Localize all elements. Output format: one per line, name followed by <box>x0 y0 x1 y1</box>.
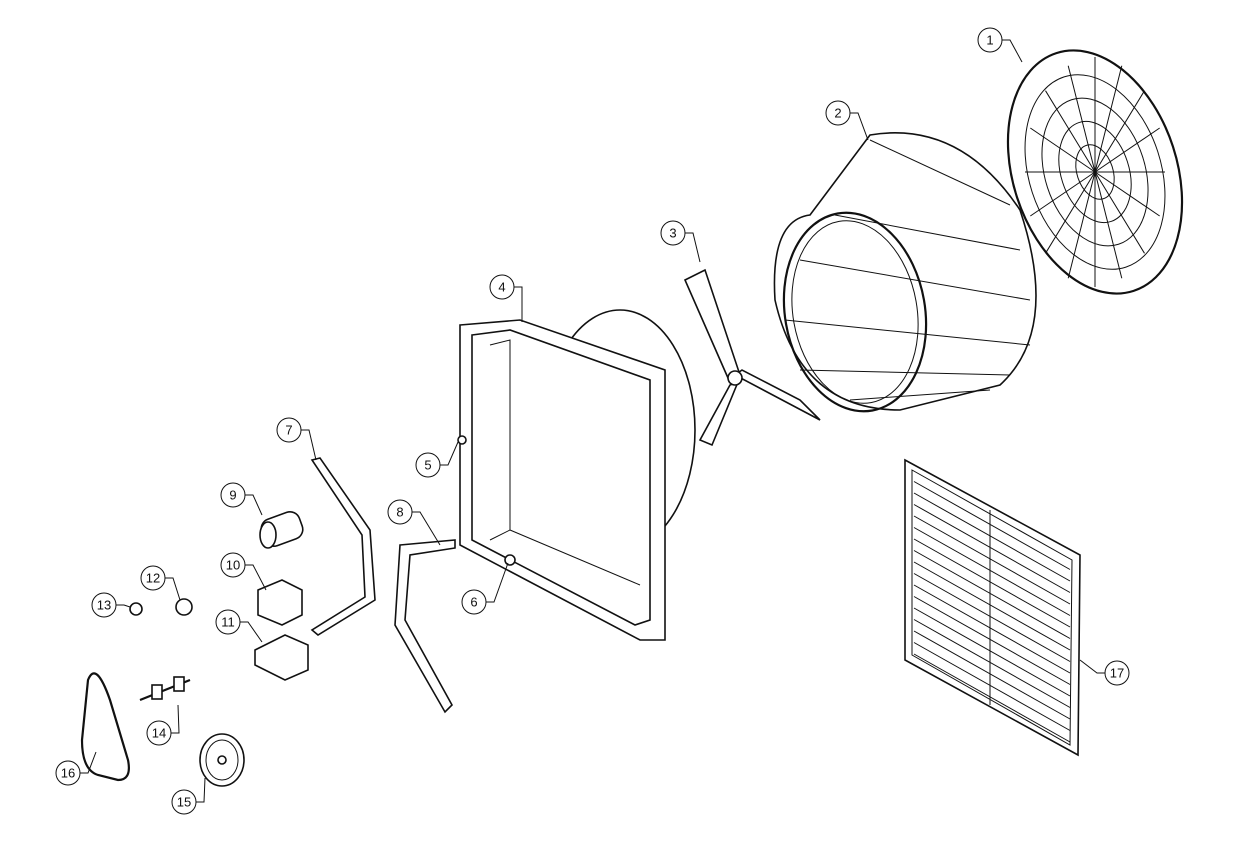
leader-line <box>850 112 869 141</box>
small-pulley <box>175 598 193 616</box>
large-pulley <box>199 733 245 787</box>
leader-line <box>1002 39 1023 63</box>
callout-circle <box>1104 660 1130 686</box>
callout-5: 5 <box>415 441 459 478</box>
callout-2: 2 <box>825 100 869 141</box>
leader-line <box>196 777 206 803</box>
callout-circle <box>387 499 413 525</box>
callout-10: 10 <box>220 552 267 591</box>
callout-17: 17 <box>1079 659 1130 686</box>
callout-number: 1 <box>986 33 993 48</box>
venturi-cone <box>773 132 1037 413</box>
drive-belt <box>80 672 130 782</box>
callout-number: 7 <box>285 423 292 438</box>
callout-circle <box>220 482 246 508</box>
callout-circle <box>140 565 166 591</box>
callout-12: 12 <box>140 565 181 601</box>
leader-line <box>1079 659 1105 674</box>
callout-circle <box>171 789 197 815</box>
callout-8: 8 <box>387 499 441 546</box>
leader-line <box>165 577 181 601</box>
callout-circle <box>146 720 172 746</box>
motor <box>259 511 304 549</box>
support-leg-7 <box>310 457 376 636</box>
propeller <box>683 268 821 447</box>
callout-circle <box>977 27 1003 53</box>
callout-number: 9 <box>229 488 236 503</box>
callout-number: 6 <box>470 595 477 610</box>
fastener-5 <box>457 435 467 445</box>
callout-13: 13 <box>91 592 131 618</box>
leader-line <box>80 751 97 774</box>
callout-number: 8 <box>396 505 403 520</box>
washer <box>129 602 143 616</box>
callout-circle <box>276 417 302 443</box>
leader-line <box>440 441 459 466</box>
callout-number: 11 <box>221 615 235 630</box>
callout-circle <box>825 100 851 126</box>
bracket-11 <box>254 634 309 681</box>
callout-14: 14 <box>146 704 180 746</box>
fan-guard-grille <box>1006 49 1184 295</box>
shaft-assembly <box>139 676 191 702</box>
callout-circle <box>220 552 246 578</box>
callout-3: 3 <box>660 220 701 263</box>
shutter-louver <box>904 458 1081 757</box>
callout-number: 4 <box>498 280 505 295</box>
callout-6: 6 <box>461 562 509 615</box>
callout-circle <box>489 274 515 300</box>
callout-number: 13 <box>97 598 111 613</box>
callout-11: 11 <box>215 609 263 643</box>
leader-line <box>116 604 131 608</box>
callout-circle <box>55 760 81 786</box>
callout-number: 16 <box>61 766 75 781</box>
leader-line <box>301 429 317 461</box>
callout-number: 12 <box>146 571 160 586</box>
callout-number: 3 <box>669 226 676 241</box>
callout-circle <box>215 609 241 635</box>
bracket-10 <box>257 579 303 626</box>
callout-15: 15 <box>171 777 206 815</box>
leader-line <box>245 494 263 516</box>
callout-circle <box>415 452 441 478</box>
callout-number: 10 <box>226 558 240 573</box>
callout-number: 2 <box>834 106 841 121</box>
support-leg-8 <box>394 539 456 714</box>
callout-4: 4 <box>489 274 523 322</box>
leader-line <box>245 564 267 591</box>
callout-1: 1 <box>977 27 1023 63</box>
callout-16: 16 <box>55 751 97 786</box>
leader-line <box>514 286 523 322</box>
leader-line <box>171 704 180 734</box>
leader-line <box>240 621 263 643</box>
leader-line <box>486 562 509 603</box>
callout-number: 15 <box>177 795 191 810</box>
fan-housing <box>459 309 696 641</box>
callout-number: 17 <box>1110 666 1124 681</box>
leader-line <box>412 511 441 546</box>
callout-circle <box>660 220 686 246</box>
callout-circle <box>91 592 117 618</box>
callout-number: 14 <box>152 726 166 741</box>
leader-line <box>685 232 701 263</box>
fastener-6 <box>504 554 516 566</box>
callout-circle <box>461 589 487 615</box>
callout-number: 5 <box>424 458 431 473</box>
callout-7: 7 <box>276 417 317 461</box>
callout-9: 9 <box>220 482 263 516</box>
